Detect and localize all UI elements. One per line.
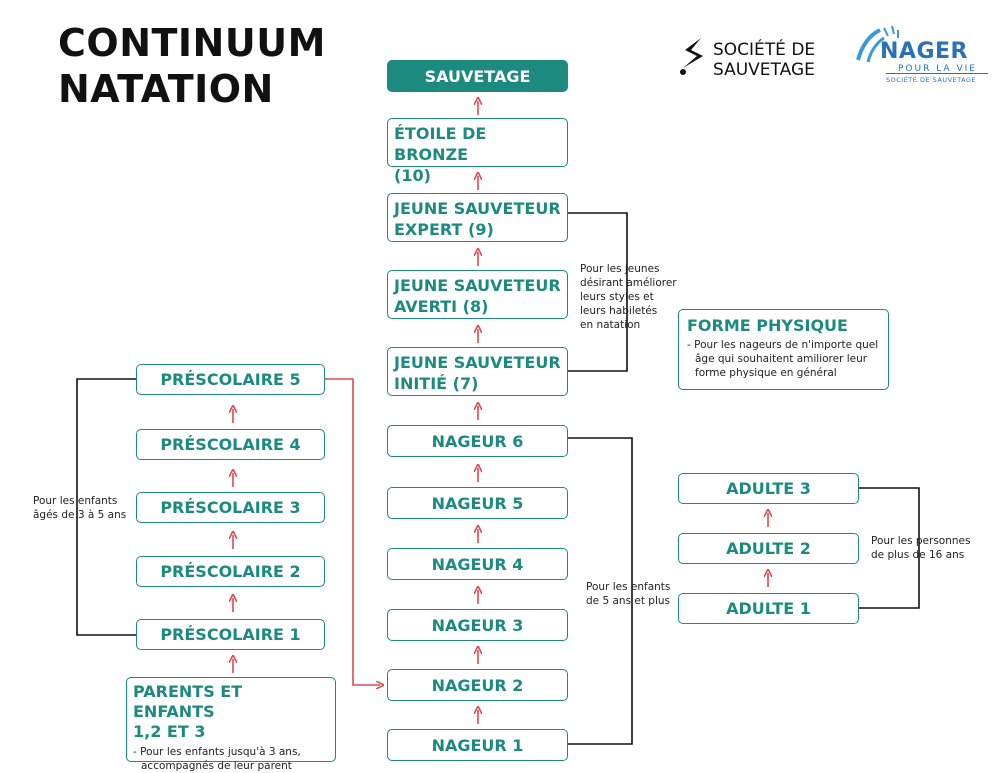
nager-logo-rule — [886, 73, 988, 74]
note-personnes-16: Pour les personnes de plus de 16 ans — [871, 534, 970, 562]
nageur-2-label: NAGEUR 2 — [431, 675, 524, 695]
expert-line-2: EXPERT (9) — [394, 220, 494, 239]
nageur-3-box: NAGEUR 3 — [387, 609, 568, 641]
averti-line-1: JEUNE SAUVETEUR — [394, 276, 561, 295]
note-jeunes-line: leurs styles et — [580, 291, 654, 303]
title-line-1: CONTINUUM — [58, 21, 326, 65]
forme-physique-desc-2: âge qui souhaitent amiliorer leur — [695, 353, 868, 365]
nageur-3-label: NAGEUR 3 — [431, 615, 524, 635]
note-jeunes-line: Pour les jeunes — [580, 263, 660, 275]
adulte-2-label: ADULTE 2 — [726, 539, 811, 558]
prescolaire-1-label: PRÉSCOLAIRE 1 — [160, 625, 301, 644]
adulte-1-label: ADULTE 1 — [726, 599, 811, 618]
forme-physique-desc-1: - Pour les nageurs de n'importe quel — [687, 339, 879, 351]
parents-enfants-desc-1: - Pour les enfants jusqu'à 3 ans, — [133, 746, 301, 758]
page-title: CONTINUUM NATATION — [58, 20, 326, 112]
prescolaire-4-box: PRÉSCOLAIRE 4 — [136, 429, 325, 460]
adulte-3-label: ADULTE 3 — [726, 479, 811, 498]
splash-icon — [856, 25, 899, 63]
prescolaire-2-label: PRÉSCOLAIRE 2 — [160, 562, 301, 581]
group-brackets — [76, 212, 920, 745]
note-enfants-5: Pour les enfants de 5 ans et plus — [586, 580, 670, 608]
parents-enfants-description: - Pour les enfants jusqu'à 3 ans, accomp… — [133, 745, 329, 773]
societe-logo-line-1: SOCIÉTÉ DE — [713, 40, 816, 60]
sauvetage-box: SAUVETAGE — [387, 60, 568, 92]
etoile-bronze-line-1: ÉTOILE DE BRONZE — [394, 124, 487, 164]
prescolaire-to-nageur-connector — [325, 378, 380, 685]
jeune-sauveteur-expert-box: JEUNE SAUVETEUR EXPERT (9) — [387, 193, 568, 242]
forme-physique-box: FORME PHYSIQUE - Pour les nageurs de n'i… — [678, 309, 889, 390]
sauvetage-label: SAUVETAGE — [424, 66, 531, 86]
nager-logo-main: NAGER — [880, 39, 968, 64]
nager-logo-tag: POUR LA VIE — [898, 64, 977, 74]
etoile-bronze-line-2: (10) — [394, 166, 431, 185]
nageur-4-box: NAGEUR 4 — [387, 548, 568, 580]
note-enfants-3-5-line: Pour les enfants — [33, 495, 118, 507]
title-line-2: NATATION — [58, 67, 274, 111]
prescolaire-5-box: PRÉSCOLAIRE 5 — [136, 364, 325, 395]
prescolaire-1-box: PRÉSCOLAIRE 1 — [136, 619, 325, 650]
forme-physique-title: FORME PHYSIQUE — [687, 316, 848, 335]
jeune-sauveteur-initie-box: JEUNE SAUVETEUR INITIÉ (7) — [387, 347, 568, 396]
note-enfants-5-line: de 5 ans et plus — [586, 595, 670, 607]
nageur-4-label: NAGEUR 4 — [431, 554, 524, 574]
initie-line-2: INITIÉ (7) — [394, 374, 479, 393]
note-enfants-5-line: Pour les enfants — [586, 581, 671, 593]
note-jeunes-line: désirant améliorer — [580, 277, 677, 289]
prescolaire-3-box: PRÉSCOLAIRE 3 — [136, 492, 325, 523]
nageur-1-label: NAGEUR 1 — [431, 735, 524, 755]
note-enfants-3-5-line: âgés de 3 à 5 ans — [33, 509, 127, 521]
adulte-2-box: ADULTE 2 — [678, 533, 859, 564]
nageur-1-box: NAGEUR 1 — [387, 729, 568, 761]
note-jeunes-line: en natation — [580, 319, 641, 331]
adulte-1-box: ADULTE 1 — [678, 593, 859, 624]
initie-line-1: JEUNE SAUVETEUR — [394, 353, 561, 372]
forme-physique-description: - Pour les nageurs de n'importe quel âge… — [687, 338, 880, 380]
societe-logo-icon — [680, 38, 703, 75]
prescolaire-5-label: PRÉSCOLAIRE 5 — [160, 370, 301, 389]
parents-enfants-box: PARENTS ET ENFANTS 1,2 ET 3 - Pour les e… — [126, 677, 336, 772]
jeune-sauveteur-averti-box: JEUNE SAUVETEUR AVERTI (8) — [387, 270, 568, 319]
nageur-5-box: NAGEUR 5 — [387, 487, 568, 519]
averti-line-2: AVERTI (8) — [394, 297, 489, 316]
parents-enfants-line-2: 1,2 ET 3 — [133, 722, 206, 741]
parents-enfants-line-1: PARENTS ET ENFANTS — [133, 682, 243, 721]
parents-enfants-desc-2: accompagnés de leur parent — [141, 760, 292, 772]
etoile-bronze-box: ÉTOILE DE BRONZE (10) — [387, 118, 568, 185]
note-personnes-16-line: de plus de 16 ans — [871, 549, 965, 561]
adulte-3-box: ADULTE 3 — [678, 473, 859, 504]
prescolaire-3-label: PRÉSCOLAIRE 3 — [160, 498, 301, 517]
nager-logo-sub: SOCIÉTÉ DE SAUVETAGE — [886, 76, 977, 84]
expert-line-1: JEUNE SAUVETEUR — [394, 199, 561, 218]
note-enfants-3-5: Pour les enfants âgés de 3 à 5 ans — [33, 494, 126, 522]
prescolaire-2-box: PRÉSCOLAIRE 2 — [136, 556, 325, 587]
societe-logo-line-2: SAUVETAGE — [713, 60, 815, 80]
nageur-6-label: NAGEUR 6 — [431, 431, 524, 451]
nageur-6-box: NAGEUR 6 — [387, 425, 568, 457]
nageur-5-label: NAGEUR 5 — [431, 493, 524, 513]
prescolaire-4-label: PRÉSCOLAIRE 4 — [160, 435, 301, 454]
nageur-2-box: NAGEUR 2 — [387, 669, 568, 701]
note-jeunes: Pour les jeunes désirant améliorer leurs… — [580, 262, 677, 332]
forme-physique-desc-3: forme physique en général — [695, 367, 837, 379]
note-personnes-16-line: Pour les personnes — [871, 535, 971, 547]
note-jeunes-line: leurs habiletés — [580, 305, 658, 317]
